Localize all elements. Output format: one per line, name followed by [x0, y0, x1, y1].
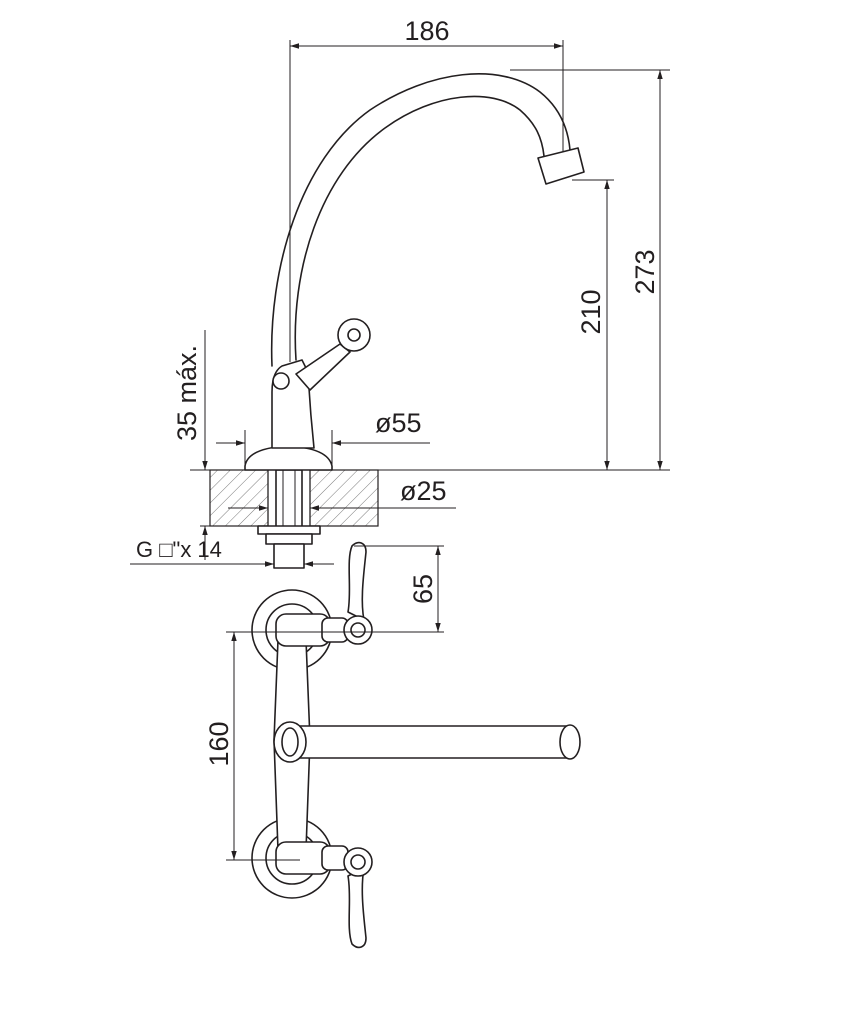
- dim-base-diameter: ø55: [375, 408, 422, 438]
- dim-spout-height: 210: [576, 289, 606, 334]
- dimension-lines: 186 273 210 35 máx. ø55 ø25 G □"x 14: [130, 16, 670, 567]
- dim-hole-diameter: ø25: [400, 476, 447, 506]
- dim-spout-reach: 186: [404, 16, 449, 46]
- lever-handle: [272, 318, 371, 391]
- swan-neck-spout: [270, 73, 585, 367]
- dim-max-deck-thickness: 35 máx.: [172, 345, 202, 441]
- dim-thread: G □"x 14: [136, 537, 222, 562]
- base-flange: [244, 445, 333, 471]
- dim-total-height: 273: [630, 249, 660, 294]
- aerator: [537, 147, 585, 185]
- wall-faucet: 65 160: [204, 541, 581, 949]
- deck-faucet: [190, 73, 670, 569]
- upper-lever: [343, 541, 373, 645]
- threaded-shank: [257, 469, 321, 569]
- dim-wall-centers: 160: [204, 721, 234, 766]
- wall-spout: [273, 721, 581, 763]
- lower-lever: [343, 847, 373, 949]
- dim-wall-handle-offset: 65: [408, 574, 438, 604]
- lock-washer: [257, 525, 321, 535]
- lock-nut: [265, 533, 313, 545]
- connector: [273, 543, 305, 569]
